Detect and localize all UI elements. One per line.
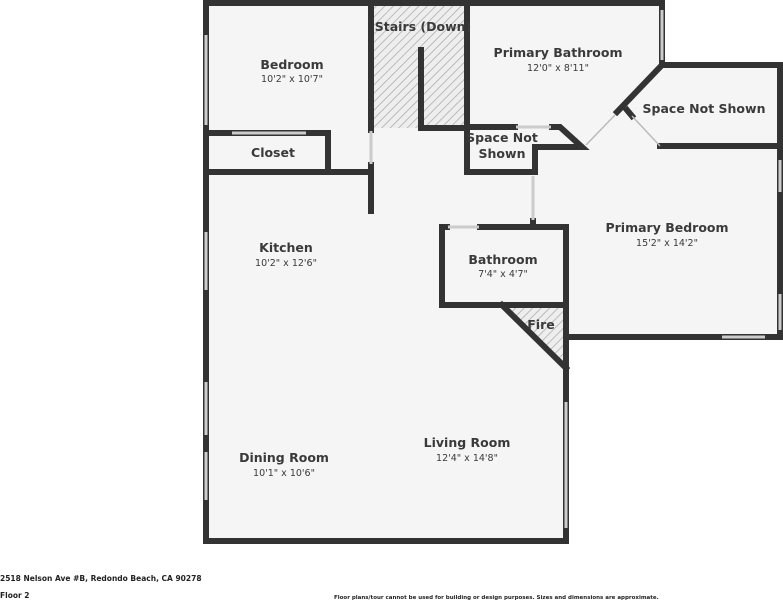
room-name-bedroom: Bedroom	[260, 57, 323, 72]
room-name-closet: Closet	[251, 145, 295, 160]
room-name-kitchen: Kitchen	[259, 240, 313, 255]
room-name-fire: Fire	[527, 317, 554, 332]
room-dim-primary-bathroom: 12'0" x 8'11"	[527, 63, 589, 74]
room-name-space-not-shown-small-2: Shown	[479, 146, 526, 161]
room-name-dining-room: Dining Room	[239, 450, 329, 465]
room-name-primary-bedroom: Primary Bedroom	[605, 220, 728, 235]
address-label: 2518 Nelson Ave #B, Redondo Beach, CA 90…	[0, 574, 202, 583]
room-dim-living-room: 12'4" x 14'8"	[436, 453, 498, 464]
doors	[585, 114, 661, 147]
room-name-space-not-shown-small-1: Space Not	[466, 130, 538, 145]
room-labels: Bedroom 10'2" x 10'7" Closet Stairs (Dow…	[239, 19, 765, 479]
room-dim-bathroom: 7'4" x 4'7"	[478, 269, 528, 280]
room-dim-dining-room: 10'1" x 10'6"	[253, 468, 315, 479]
room-name-living-room: Living Room	[424, 435, 511, 450]
windows	[204, 10, 782, 528]
room-name-primary-bathroom: Primary Bathroom	[494, 45, 623, 60]
room-name-stairs: Stairs (Down)	[375, 19, 472, 34]
room-name-space-not-shown: Space Not Shown	[643, 101, 766, 116]
room-dim-primary-bedroom: 15'2" x 14'2"	[636, 238, 698, 249]
disclaimer-text: Floor plans/tour cannot be used for buil…	[334, 595, 659, 601]
room-dim-kitchen: 10'2" x 12'6"	[255, 258, 317, 269]
floor-area	[206, 3, 780, 541]
room-name-bathroom: Bathroom	[468, 252, 537, 267]
room-dim-bedroom: 10'2" x 10'7"	[261, 74, 323, 85]
floor-label: Floor 2	[0, 591, 30, 600]
